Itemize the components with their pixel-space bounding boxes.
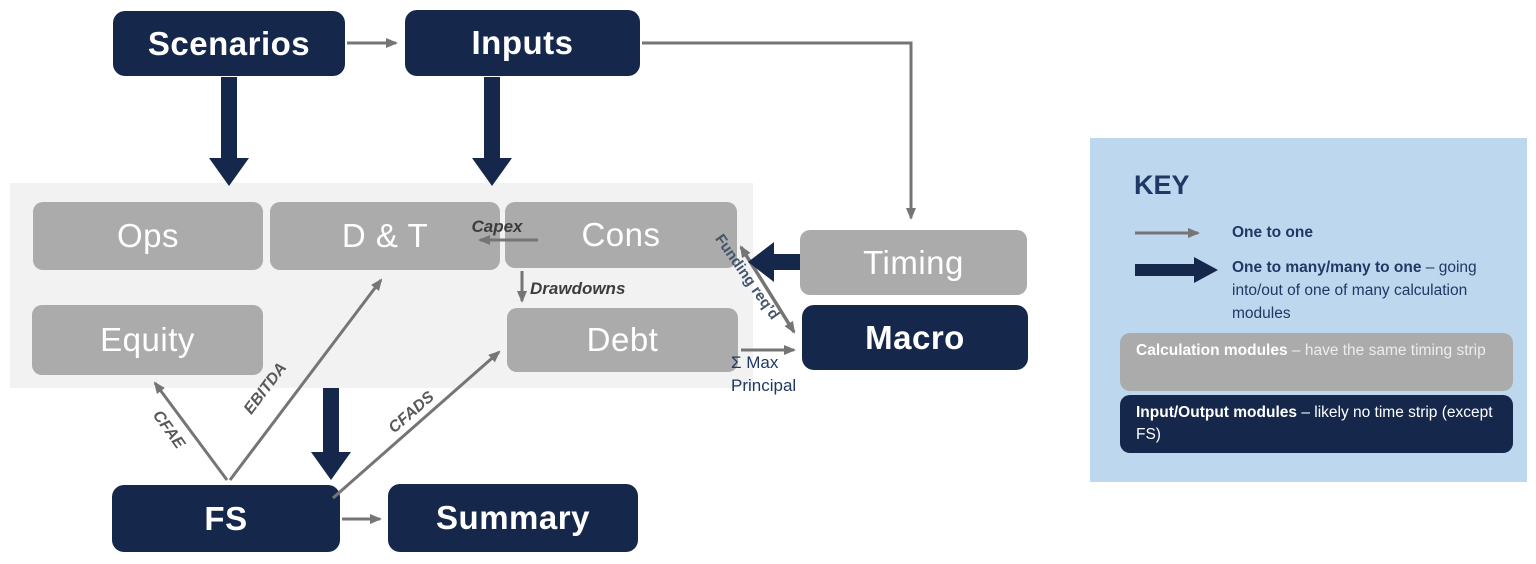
node-debt: Debt: [507, 308, 738, 372]
node-dt: D & T: [270, 202, 500, 270]
key-calc-bold: Calculation modules: [1136, 342, 1288, 359]
label-drawdowns: Drawdowns: [530, 279, 626, 298]
node-ops: Ops: [33, 202, 263, 270]
key-one-to-many-bold: One to many/many to one: [1232, 259, 1422, 276]
node-cons: Cons: [505, 202, 737, 268]
node-equity: Equity: [32, 305, 263, 375]
key-input-output-modules-box: Input/Output modules – likely no time st…: [1120, 395, 1513, 453]
key-one-to-many-rest: – going into/out of one of many calculat…: [1232, 259, 1477, 322]
node-summary: Summary: [388, 484, 638, 552]
edge-inputs-down-thick-arrow: [472, 77, 512, 186]
label-sigma-max-line1: Σ Max: [731, 353, 779, 372]
label-sigma-max-principal: Σ Max Principal: [731, 352, 796, 398]
node-fs: FS: [112, 485, 340, 552]
node-macro: Macro: [802, 305, 1028, 370]
key-one-to-one-label: One to one: [1232, 224, 1313, 241]
node-timing: Timing: [800, 230, 1027, 295]
key-one-to-many-label: One to many/many to one – going into/out…: [1232, 256, 1484, 325]
key-io-bold: Input/Output modules: [1136, 404, 1298, 421]
label-cfads: CFADS: [385, 388, 438, 437]
label-cfae: CFAE: [148, 407, 188, 452]
node-scenarios: Scenarios: [113, 11, 345, 76]
label-sigma-max-line2: Principal: [731, 375, 797, 395]
key-calc-rest: – have the same timing strip: [1287, 342, 1486, 359]
node-inputs: Inputs: [405, 10, 640, 76]
edge-scenarios-down-thick-arrow: [209, 77, 249, 186]
key-calculation-modules-box: Calculation modules – have the same timi…: [1120, 333, 1513, 391]
key-title: KEY: [1134, 170, 1190, 200]
edge-panel-to-fs-thick-arrow: [311, 388, 351, 480]
key-io-rest: – likely no time strip (except FS): [1136, 404, 1493, 443]
label-capex: Capex: [471, 217, 523, 236]
